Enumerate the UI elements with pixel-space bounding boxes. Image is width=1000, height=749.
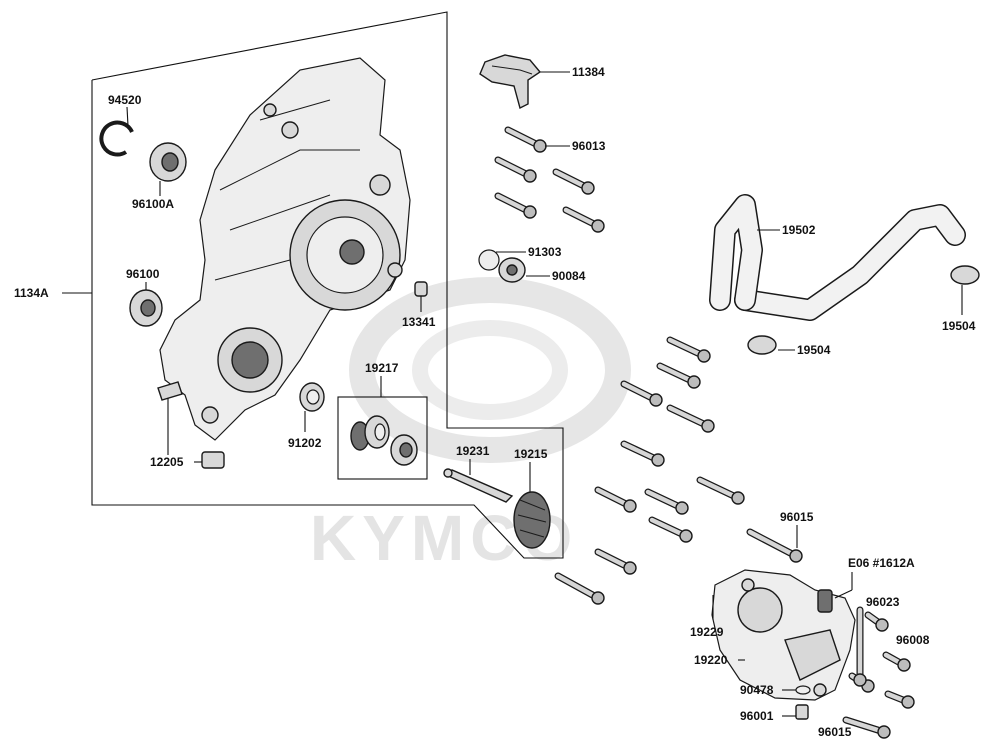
label-19504-right: 19504 [942,319,976,333]
water-pump-cover [711,569,856,701]
label-19229: 19229 [690,625,724,639]
label-96100: 96100 [126,267,160,281]
bolt-96015-0 [666,336,711,363]
label-19502: 19502 [782,223,816,237]
bolt-pump-3 [884,690,915,709]
seal-91202: 91202 [288,382,325,450]
bracket-11384: 11384 [479,54,605,110]
label-12205: 12205 [150,455,184,469]
label-91202: 91202 [288,436,322,450]
bolt-96013-2 [552,168,595,195]
bolt-96013-3 [494,192,537,219]
label-96001: 96001 [740,709,774,723]
circlip-94520: 94520 [99,93,142,157]
washer-91303: 91303 [478,245,562,271]
bolt-pump-1 [882,651,911,672]
bolt-pump-0 [864,611,889,632]
case-assembly-boundary [91,11,564,559]
label-11384: 11384 [572,65,605,79]
bolt-96015-10 [594,548,637,575]
label-19220: 19220 [694,653,728,667]
label-19231: 19231 [456,444,490,458]
bolt-96015-2 [620,380,663,407]
bolt-pump-vertical [853,606,867,687]
bolt-96015-11 [554,572,605,605]
bolt-96013-0 [504,126,547,153]
bolt-96015-4 [620,440,665,467]
plug-12205: 12205 [150,381,225,469]
label-96008: 96008 [896,633,930,647]
bolt-96015-5 [696,476,745,505]
bolt-96015-3 [666,404,715,433]
bearing-96100: 96100 [126,267,163,327]
label-E06: E06 #1612A [848,556,915,570]
label-94520: 94520 [108,93,142,107]
label-90084: 90084 [552,269,586,283]
label-1134A: 1134A [14,286,49,300]
bolt-pump-4 [842,716,891,739]
crankcase-cover [159,57,411,441]
bolt-96013-1 [494,156,537,183]
label-96023: 96023 [866,595,900,609]
label-13341: 13341 [402,315,436,329]
bolt-96015-8 [648,516,693,543]
bolt-96015-1 [656,362,701,389]
label-96100A: 96100A [132,197,174,211]
bolt-96013-4 [562,206,605,233]
bolt-96001: 96001 [740,704,809,723]
bearing-96100A: 96100A [132,142,187,211]
bolt-96015-6 [594,486,637,513]
bolt-96015-9 [746,528,803,563]
bolt-96015-7 [644,488,689,515]
plug-90084: 90084 [498,257,586,283]
bolts-96013 [494,126,605,233]
label-96015-top: 96015 [780,510,814,524]
label-19217: 19217 [365,361,399,375]
washer-90478: 90478 [740,683,811,697]
shaft-19231: 19231 [443,444,514,503]
bolts-pump-right [842,606,915,739]
clamp-19504-right: 19504 [942,265,980,333]
hose-19502: 19502 [709,194,966,321]
label-96013: 96013 [572,139,606,153]
pin-13341: 13341 [402,281,436,329]
clamp-19504-left: 19504 [747,335,831,357]
leader-E06-b [834,589,853,599]
seal-kit-box [337,396,428,480]
label-90478: 90478 [740,683,774,697]
label-19504-left: 19504 [797,343,831,357]
label-91303: 91303 [528,245,562,259]
impeller-19215: 19215 [513,447,551,549]
bolts-96015 [554,336,803,605]
label-96015-bottom: 96015 [818,725,852,739]
label-19215: 19215 [514,447,548,461]
seal-kit-19217: 19217 [337,361,428,480]
